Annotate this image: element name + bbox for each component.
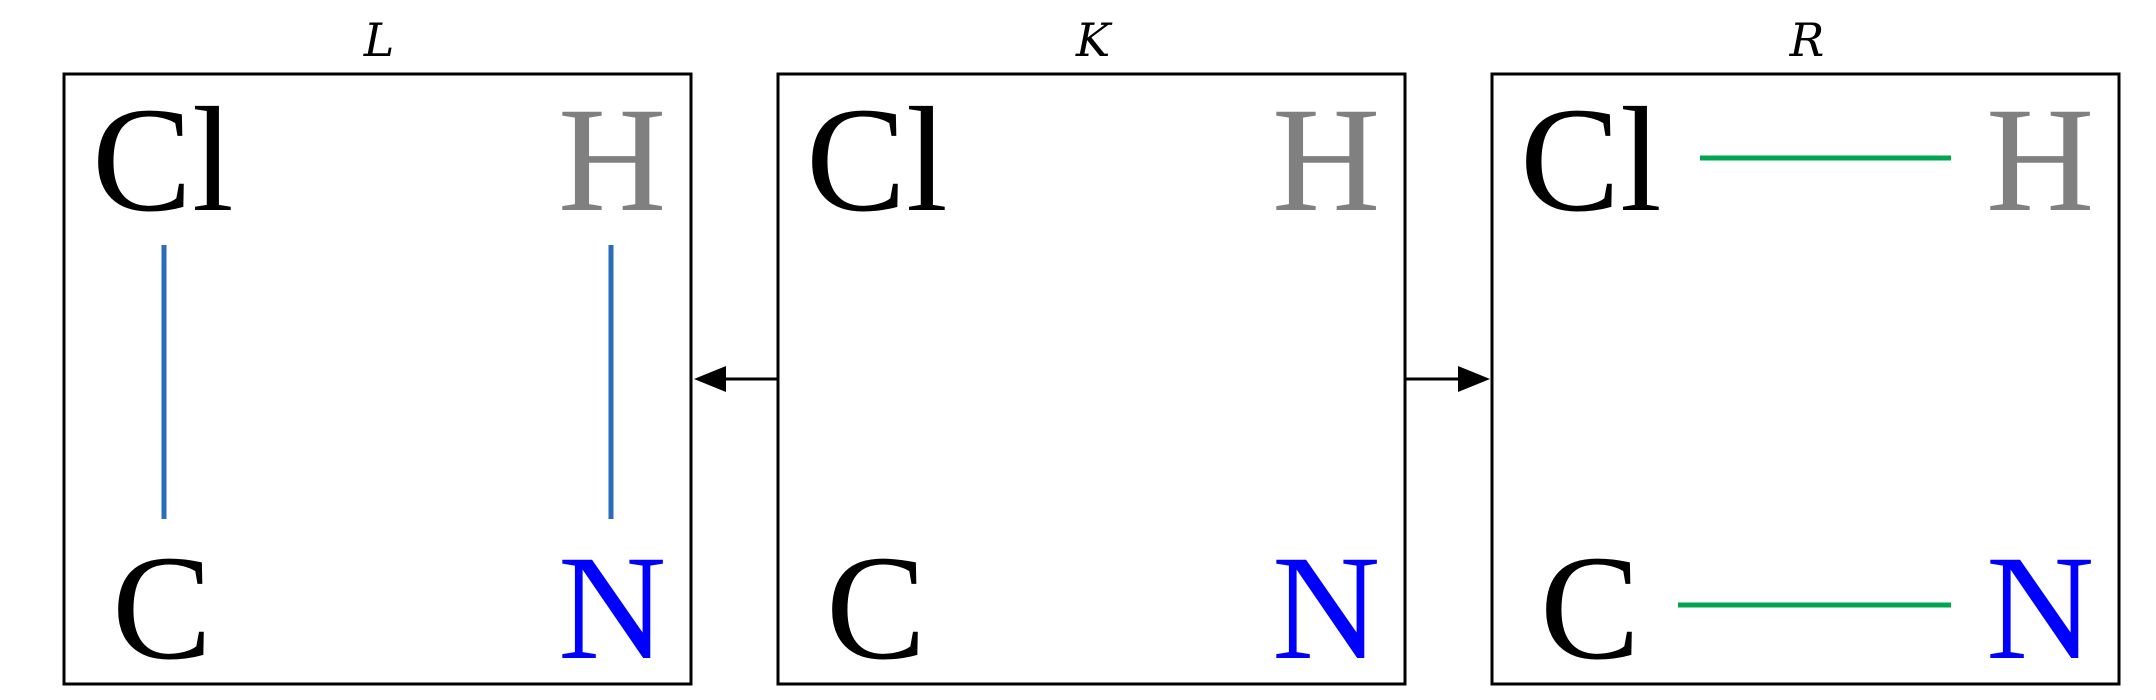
atom-h: H [558, 77, 666, 243]
panel-l: L Cl H C N [62, 13, 693, 691]
atom-c: C [826, 525, 926, 691]
atom-cl: Cl [806, 77, 948, 243]
panel-title: L [363, 13, 395, 67]
atom-n: N [558, 525, 666, 691]
panel-r: R Cl H C N [1490, 13, 2121, 691]
atom-c: C [112, 525, 212, 691]
atom-cl: Cl [92, 77, 234, 243]
arrow-k-to-r [1405, 366, 1490, 392]
atom-h: H [1272, 77, 1380, 243]
atom-n: N [1272, 525, 1380, 691]
panel-title: R [1789, 13, 1825, 67]
atom-h: H [1986, 77, 2094, 243]
atom-n: N [1986, 525, 2094, 691]
panel-box [1490, 72, 2121, 686]
arrow-k-to-l [694, 366, 778, 392]
panel-title: K [1075, 13, 1113, 67]
atom-c: C [1540, 525, 1640, 691]
panel-box [62, 72, 693, 686]
arrowhead-left-icon [694, 366, 726, 392]
panel-k: K Cl H C N [776, 13, 1407, 691]
atom-cl: Cl [1520, 77, 1662, 243]
arrowhead-right-icon [1458, 366, 1490, 392]
